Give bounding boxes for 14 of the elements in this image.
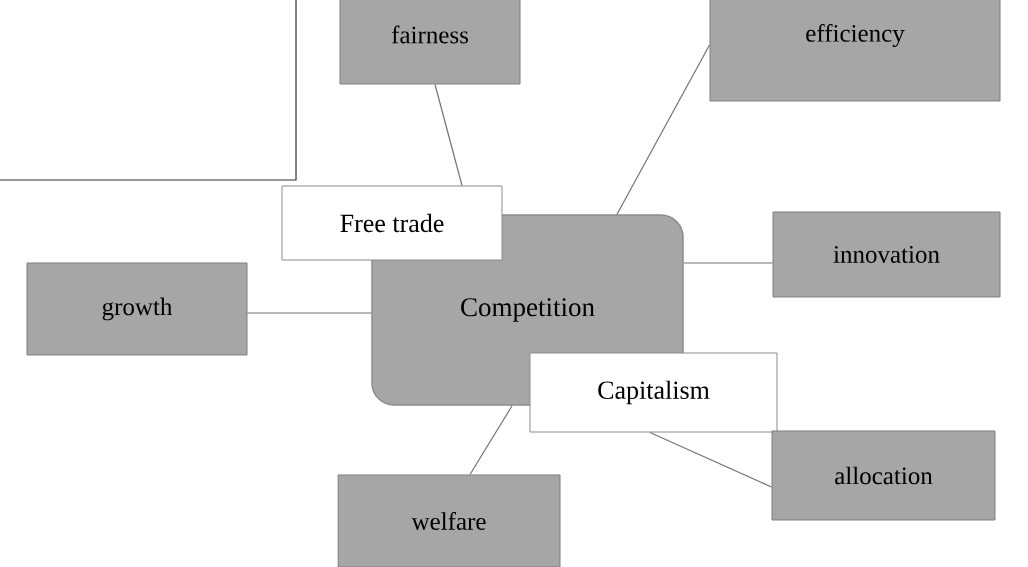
connector-line	[469, 405, 513, 476]
concept-box: efficiency	[709, 0, 1001, 102]
connector-line	[434, 83, 463, 187]
concept-box: innovation	[772, 211, 1001, 298]
connector-line	[616, 44, 711, 215]
connector-line	[246, 312, 372, 314]
concept-box: growth	[26, 262, 248, 356]
label-box: Free trade	[281, 185, 503, 261]
concept-box: allocation	[771, 430, 996, 521]
connector-line	[649, 431, 773, 488]
concept-box: fairness	[339, 0, 521, 85]
connector-line	[683, 262, 774, 264]
concept-box: welfare	[337, 474, 561, 567]
label-box: Capitalism	[529, 352, 778, 433]
